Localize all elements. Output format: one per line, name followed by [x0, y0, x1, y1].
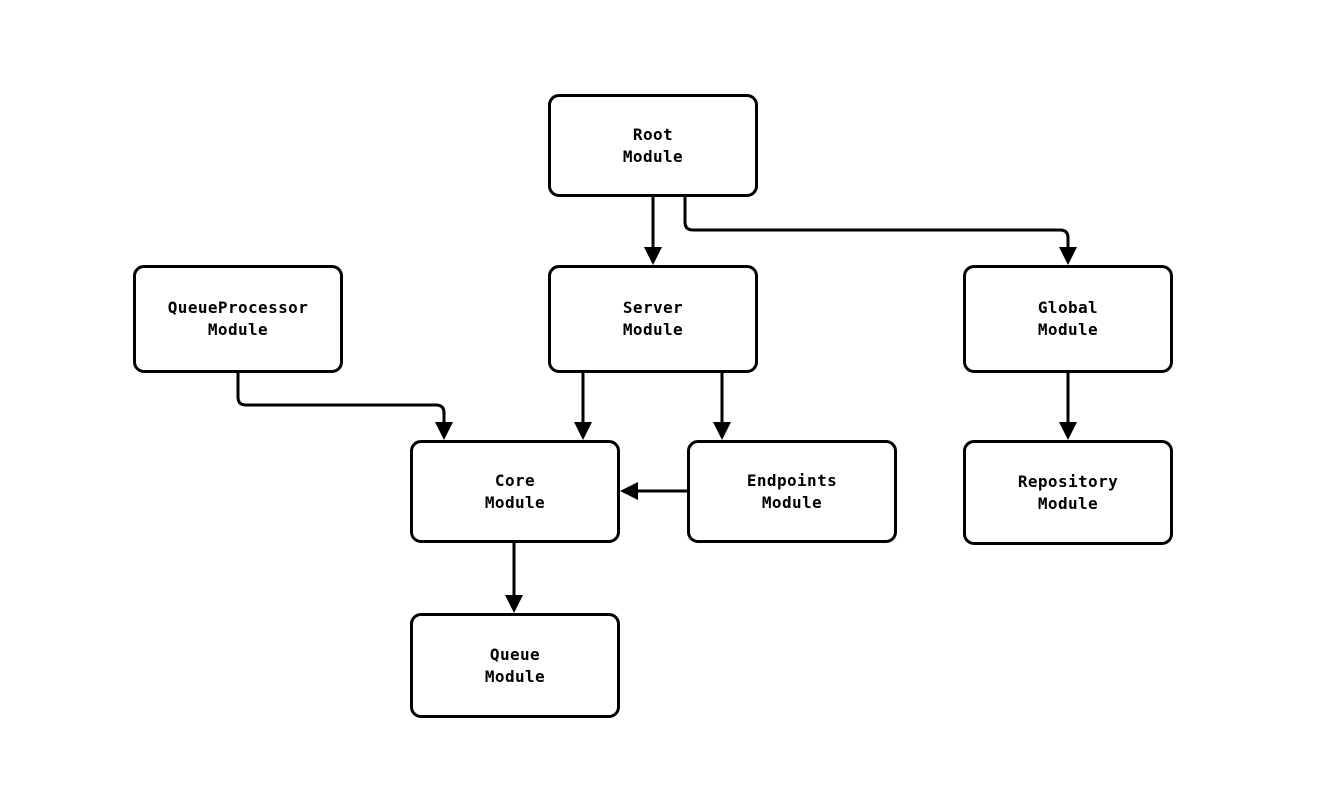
- node-label-repository: Repository Module: [1017, 471, 1119, 513]
- node-label-queueprocessor: QueueProcessor Module: [167, 298, 309, 339]
- arrowhead-queueprocessor-to-core: [435, 422, 453, 440]
- node-root[interactable]: Root Module: [548, 94, 758, 197]
- arrowhead-endpoints-to-core: [620, 482, 638, 500]
- arrowhead-core-to-queue: [505, 595, 523, 613]
- edge-root-to-global: [683, 197, 1070, 255]
- arrowhead-server-to-endpoints: [713, 422, 731, 440]
- arrowhead-server-to-core: [574, 422, 592, 440]
- arrowheads-group: [435, 247, 1077, 613]
- node-global[interactable]: Global Module: [963, 265, 1173, 373]
- node-label-core: Core Module: [484, 470, 546, 512]
- arrowhead-root-to-global: [1059, 247, 1077, 265]
- node-label-root: Root Module: [622, 124, 684, 166]
- edges-group: [236, 197, 1070, 603]
- node-server[interactable]: Server Module: [548, 265, 758, 373]
- node-label-server: Server Module: [622, 298, 684, 339]
- node-core[interactable]: Core Module: [410, 440, 620, 543]
- node-endpoints[interactable]: Endpoints Module: [687, 440, 897, 543]
- node-queueprocessor[interactable]: QueueProcessor Module: [133, 265, 343, 373]
- node-label-global: Global Module: [1037, 298, 1099, 339]
- node-queue[interactable]: Queue Module: [410, 613, 620, 718]
- node-label-queue: Queue Module: [484, 644, 546, 686]
- edge-queueprocessor-to-core: [236, 373, 446, 430]
- arrowhead-global-to-repository: [1059, 422, 1077, 440]
- node-repository[interactable]: Repository Module: [963, 440, 1173, 545]
- arrowhead-root-to-server: [644, 247, 662, 265]
- node-label-endpoints: Endpoints Module: [746, 470, 838, 512]
